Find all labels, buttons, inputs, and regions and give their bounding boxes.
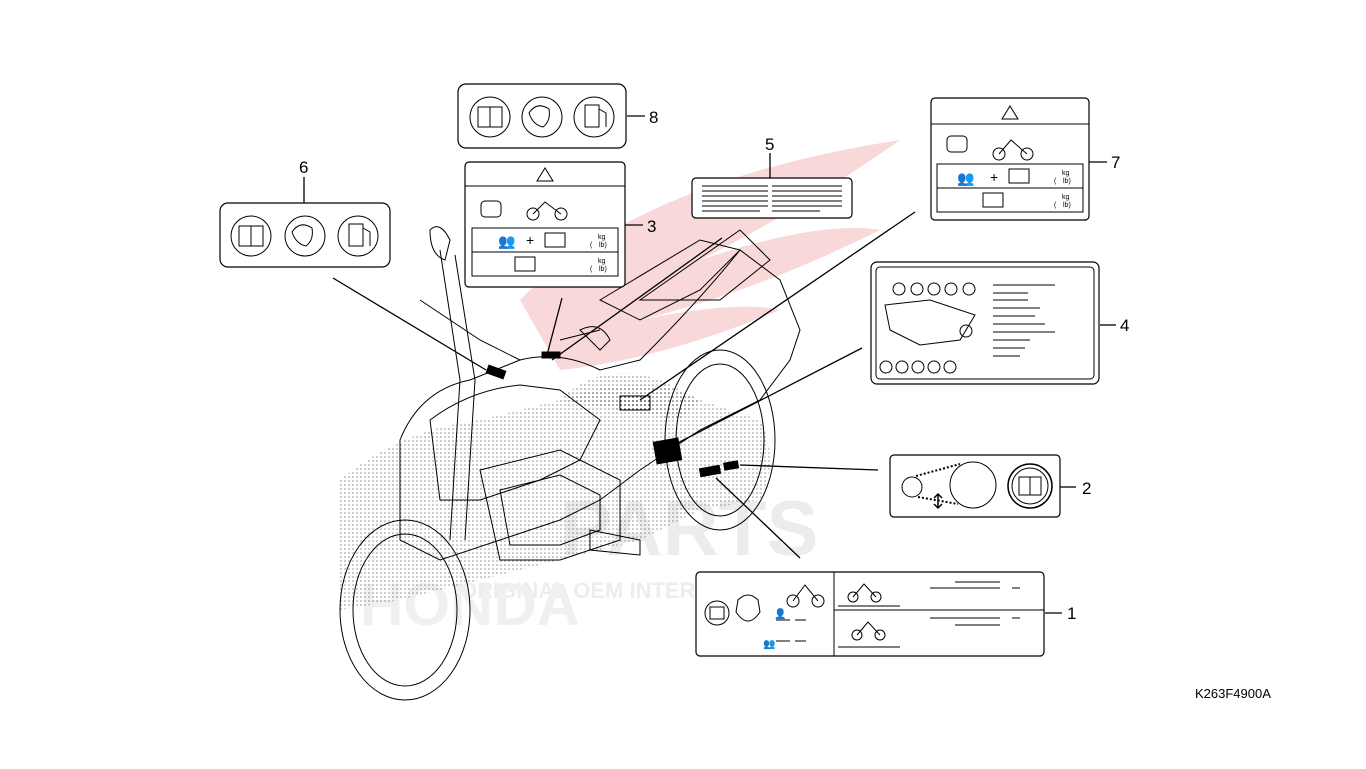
callout-6[interactable]: 6 <box>299 158 308 177</box>
unit-lb: lb) <box>599 242 607 249</box>
callout-1[interactable]: 1 <box>1067 604 1076 623</box>
adjust-arrow-icon <box>933 492 943 510</box>
svg-text:kg: kg <box>1062 170 1070 177</box>
callout-7[interactable]: 7 <box>1111 153 1120 172</box>
label-6[interactable] <box>219 202 391 268</box>
svg-text:lb): lb) <box>599 266 607 273</box>
label-2[interactable] <box>889 454 1061 518</box>
svg-text:(: ( <box>1054 202 1057 209</box>
svg-text:kg: kg <box>1062 194 1070 201</box>
callout-3[interactable]: 3 <box>647 217 656 236</box>
callout-4[interactable]: 4 <box>1120 316 1129 335</box>
diagram-code: K263F4900A <box>1195 686 1271 701</box>
svg-text:+: + <box>990 169 998 185</box>
unit-paren: ( <box>590 242 593 249</box>
helmet-icon <box>291 224 313 247</box>
svg-text:+: + <box>526 232 534 248</box>
warning-icon <box>536 167 554 182</box>
svg-text:kg: kg <box>598 258 606 265</box>
fuel-pump-icon <box>348 223 364 247</box>
label-1[interactable]: 👤 👥 <box>695 571 1045 657</box>
luggage-icon <box>544 232 566 248</box>
tire-icon <box>735 594 761 622</box>
warning-icon <box>1001 105 1019 120</box>
rider-icon: 👥 <box>957 170 974 187</box>
label-7[interactable]: 👥 + kg ( lb) kg ( lb) <box>930 97 1090 221</box>
svg-text:lb): lb) <box>1063 202 1071 209</box>
callout-5[interactable]: 5 <box>765 135 774 154</box>
svg-text:(: ( <box>590 266 593 273</box>
label-8[interactable] <box>457 83 627 149</box>
helmet-icon <box>528 105 550 128</box>
label-3[interactable]: 👥 + kg ( lb) kg ( lb) <box>464 161 626 288</box>
motorcycle-icon <box>532 201 562 215</box>
fuel-pump-icon <box>584 104 600 128</box>
rider-double-icon: 👥 <box>763 639 775 650</box>
svg-text:(: ( <box>1054 178 1057 185</box>
front-wheel <box>339 519 471 701</box>
label-5[interactable] <box>691 177 853 219</box>
label-4[interactable] <box>870 261 1100 385</box>
rider-icon: 👥 <box>498 233 515 250</box>
svg-text:lb): lb) <box>1063 178 1071 185</box>
luggage-icon <box>1008 168 1030 184</box>
leader-lines <box>303 115 1116 614</box>
motorcycle-icon <box>792 584 819 602</box>
callout-numbers: 1 2 3 4 5 6 7 8 <box>299 108 1129 623</box>
callout-8[interactable]: 8 <box>649 108 658 127</box>
manual-icon <box>709 606 725 620</box>
motorcycle-drawing <box>339 226 801 701</box>
callout-2[interactable]: 2 <box>1082 479 1091 498</box>
chain-sprocket-small-icon <box>901 476 923 498</box>
rider-single-icon: 👤 <box>774 607 786 620</box>
motorcycle-icon <box>998 139 1028 155</box>
unit-kg: kg <box>598 234 606 241</box>
chain-sprocket-large-icon <box>949 461 997 509</box>
